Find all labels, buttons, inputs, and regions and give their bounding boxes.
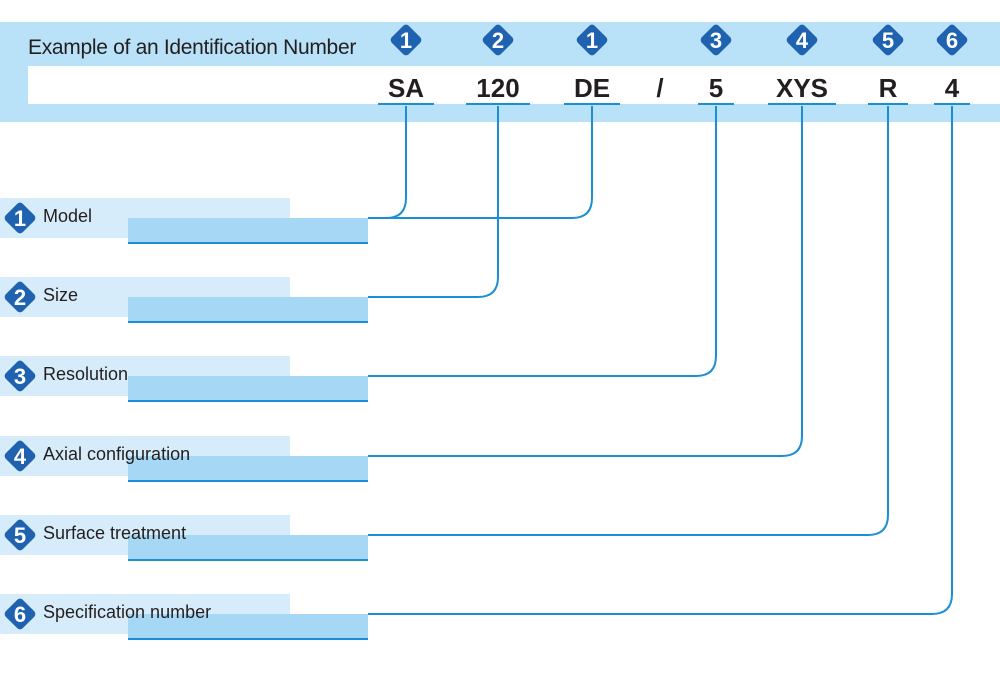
code-strip [28,66,1000,104]
row-dotted-leader [292,216,366,218]
row-resolution: 3 Resolution [0,356,370,404]
svg-text:2: 2 [492,28,504,53]
header-title: Example of an Identification Number [28,36,357,59]
svg-text:4: 4 [14,444,27,469]
badge-model: 1 [0,198,40,238]
row-surface-treatment: 5 Surface treatment [0,515,370,563]
row-dotted-leader [292,295,366,297]
code-size: 120 [476,73,520,103]
row-specification-number: 6 Specification number [0,594,370,642]
badge-top-size: 2 [478,20,518,60]
row-model: 1 Model [0,198,370,246]
badge-specification-number: 6 [0,594,40,634]
row-label-model: Model [43,206,93,226]
code-underline [698,103,734,105]
row-dotted-leader [292,374,366,376]
code-specification-number: 4 [944,73,960,103]
badge-size: 2 [0,277,40,317]
badge-top-model-suffix: 1 [572,20,612,60]
badge-top-axial-configuration: 4 [782,20,822,60]
row-axial-configuration: 4 Axial configuration [0,436,370,484]
badge-top-resolution: 3 [696,20,736,60]
code-underline [564,103,620,105]
code-axial-configuration: XYS [775,73,829,103]
row-size: 2 Size [0,277,370,325]
svg-text:5: 5 [882,28,894,53]
code-underline [466,103,530,105]
code-surface-treatment: R [878,73,898,103]
svg-text:3: 3 [710,28,722,53]
row-blue-bar [128,297,368,323]
svg-text:4: 4 [796,28,809,53]
svg-text:6: 6 [946,28,958,53]
code-model-suffix: DE [573,73,611,103]
row-blue-bar [128,456,368,482]
svg-text:1: 1 [400,28,412,53]
code-underline [868,103,908,105]
row-dotted-leader [292,454,366,456]
badge-top-specification-number: 6 [932,20,972,60]
svg-text:6: 6 [14,602,26,627]
badge-resolution: 3 [0,356,40,396]
code-model: SA [387,73,425,103]
code-underline [934,103,970,105]
badge-top-model: 1 [386,20,426,60]
row-label-resolution: Resolution [43,364,129,384]
row-label-axial-configuration: Axial configuration [43,444,191,464]
code-separator: / [656,73,664,103]
svg-text:1: 1 [14,206,26,231]
badge-axial-configuration: 4 [0,436,40,476]
row-blue-bar [128,218,368,244]
code-resolution: 5 [708,73,724,103]
row-blue-bar [128,376,368,402]
row-blue-bar [128,614,368,640]
badge-surface-treatment: 5 [0,515,40,555]
svg-text:5: 5 [14,523,26,548]
badge-top-surface-treatment: 5 [868,20,908,60]
row-label-specification-number: Specification number [43,602,212,622]
row-label-size: Size [43,285,79,305]
row-dotted-leader [292,612,366,614]
row-blue-bar [128,535,368,561]
code-underline [378,103,434,105]
code-underline [768,103,836,105]
svg-text:1: 1 [586,28,598,53]
svg-text:3: 3 [14,364,26,389]
row-dotted-leader [292,533,366,535]
row-label-surface-treatment: Surface treatment [43,523,187,543]
svg-text:2: 2 [14,285,26,310]
